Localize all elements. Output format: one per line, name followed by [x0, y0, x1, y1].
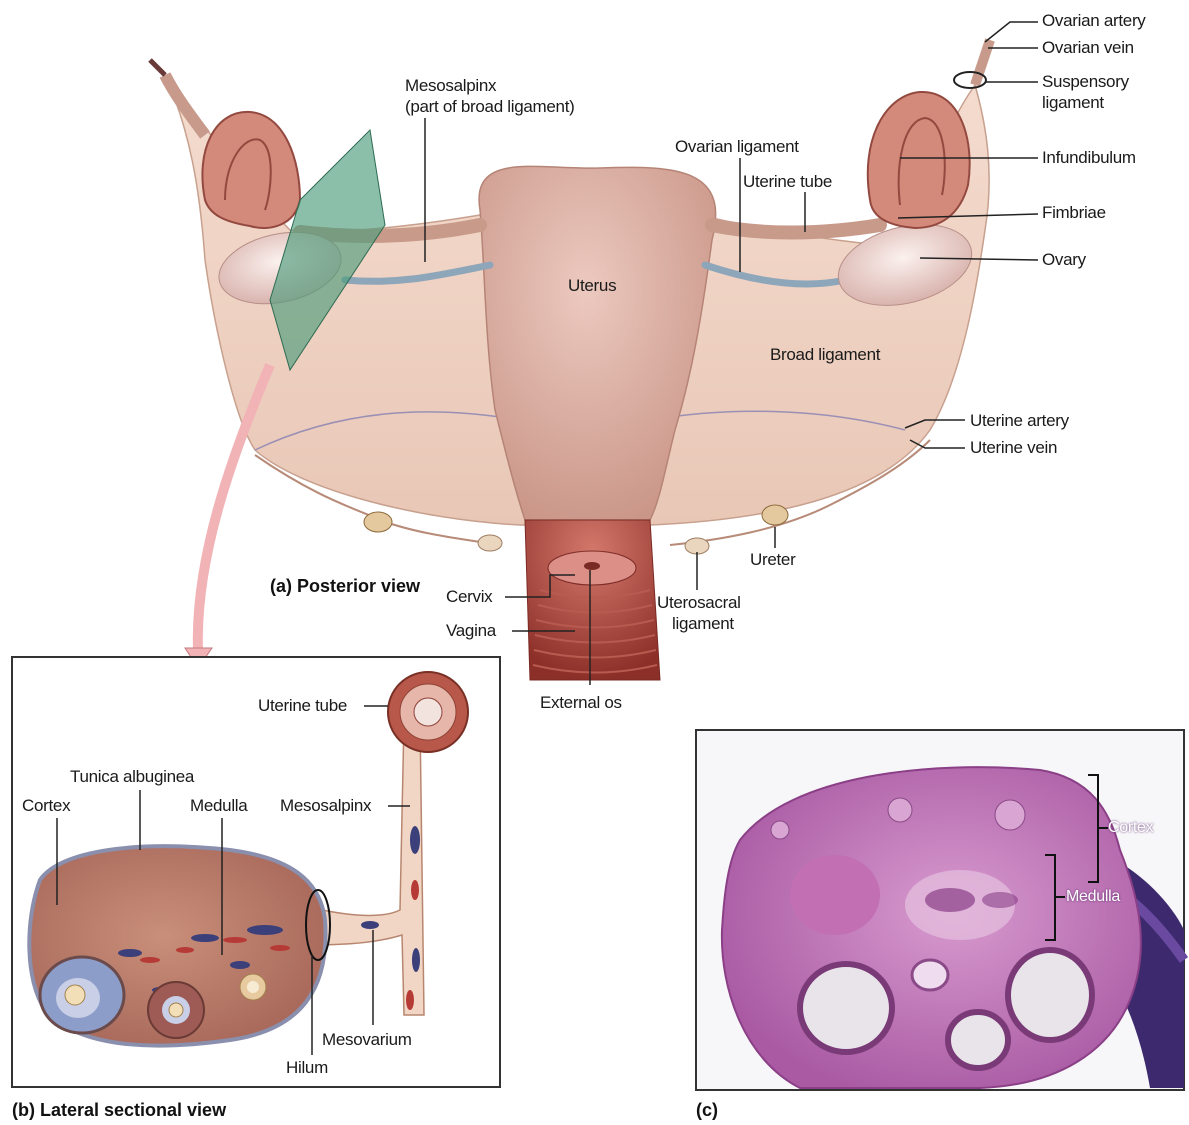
label-medulla-b: Medulla — [190, 796, 247, 816]
label-infundibulum: Infundibulum — [1042, 148, 1136, 168]
label-ovarian-vein: Ovarian vein — [1042, 38, 1134, 58]
label-mesovarium: Mesovarium — [322, 1030, 412, 1050]
label-ovary: Ovary — [1042, 250, 1086, 270]
label-hilum: Hilum — [286, 1058, 328, 1078]
label-uterine-vein: Uterine vein — [970, 438, 1057, 458]
label-cortex-b: Cortex — [22, 796, 70, 816]
label-tunica-albuginea: Tunica albuginea — [70, 767, 194, 787]
label-fimbriae: Fimbriae — [1042, 203, 1106, 223]
label-suspensory-ligament-line2: ligament — [1042, 93, 1104, 113]
label-suspensory-ligament-line1: Suspensory — [1042, 72, 1129, 92]
caption-panel-b: (b) Lateral sectional view — [12, 1100, 226, 1121]
label-ureter: Ureter — [750, 550, 795, 570]
label-mesosalpinx-b: Mesosalpinx — [280, 796, 371, 816]
label-uterosacral-line2: ligament — [672, 614, 734, 634]
label-cortex-c: Cortex — [1108, 818, 1153, 838]
label-uterus: Uterus — [568, 276, 616, 296]
caption-panel-a: (a) Posterior view — [270, 576, 420, 597]
label-ovarian-artery: Ovarian artery — [1042, 11, 1146, 31]
label-medulla-c: Medulla — [1066, 887, 1120, 907]
label-mesosalpinx-line1: Mesosalpinx — [405, 76, 496, 96]
label-broad-ligament: Broad ligament — [770, 345, 880, 365]
uterine-tube-right — [712, 225, 880, 233]
label-uterine-tube-b: Uterine tube — [258, 696, 347, 716]
label-vagina: Vagina — [446, 621, 496, 641]
label-mesosalpinx-line2: (part of broad ligament) — [405, 97, 575, 117]
vagina — [525, 520, 660, 680]
caption-panel-c: (c) — [696, 1100, 718, 1121]
infundibulum-left — [202, 112, 300, 228]
label-cervix: Cervix — [446, 587, 492, 607]
label-uterosacral-line1: Uterosacral — [657, 593, 741, 613]
label-ovarian-ligament: Ovarian ligament — [675, 137, 799, 157]
label-uterine-tube-a: Uterine tube — [743, 172, 832, 192]
infundibulum-right — [868, 92, 970, 228]
label-uterine-artery: Uterine artery — [970, 411, 1069, 431]
label-external-os: External os — [540, 693, 622, 713]
